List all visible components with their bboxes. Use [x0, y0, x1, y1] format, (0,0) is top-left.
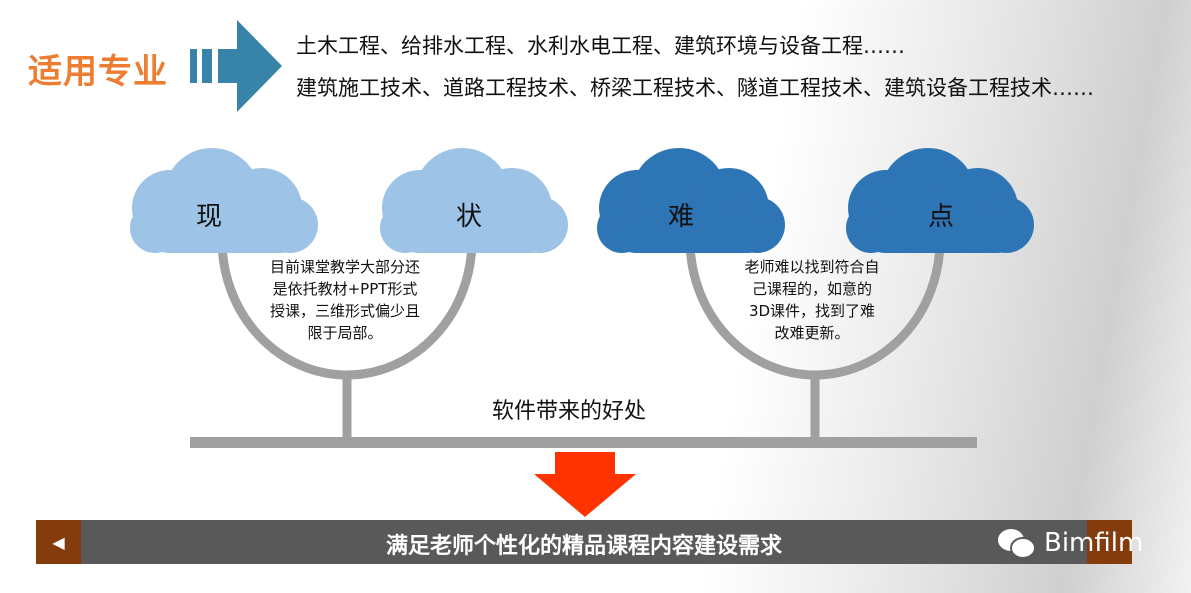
wechat-icon: [998, 529, 1036, 559]
text-line: 改难更新。: [774, 324, 850, 342]
text-line: 目前课堂教学大部分还: [269, 258, 420, 276]
text-line: 限于局部。: [307, 324, 383, 342]
brand-name: Bimfilm: [1044, 528, 1144, 558]
arrow-down-icon: [534, 452, 636, 517]
difficulty-description: 老师难以找到符合自 己课程的，如意的 3D课件，找到了难 改难更新。: [712, 256, 912, 344]
cloud-shape: [380, 148, 568, 253]
next-button[interactable]: [1087, 520, 1132, 564]
arrow-right-icon: [190, 20, 282, 112]
banner-text: 满足老师个性化的精品课程内容建设需求: [385, 534, 782, 559]
prev-button[interactable]: ◀: [36, 520, 81, 564]
text-line: 是依托教材+PPT形式: [272, 280, 418, 298]
majors-line-2: 建筑施工技术、道路工程技术、桥梁工程技术、隧道工程技术、建筑设备工程技术……: [296, 76, 1094, 100]
text-line: 3D课件，找到了难: [748, 302, 876, 320]
brand-watermark: Bimfilm: [996, 526, 1143, 560]
text-line: 授课，三维形式偏少且: [269, 302, 420, 320]
cloud-label-status-2: 状: [456, 202, 483, 232]
base-bar: [190, 437, 977, 448]
status-description: 目前课堂教学大部分还 是依托教材+PPT形式 授课，三维形式偏少且 限于局部。: [240, 256, 450, 344]
conclusion-banner: ◀ 满足老师个性化的精品课程内容建设需求 Bimfilm: [36, 520, 1143, 564]
benefit-label: 软件带来的好处: [492, 399, 647, 424]
cloud-label-difficulty-2: 点: [928, 202, 955, 232]
cloud-shape: [846, 148, 1034, 253]
diagram: [130, 148, 1034, 517]
majors-line-1: 土木工程、给排水工程、水利水电工程、建筑环境与设备工程……: [296, 34, 905, 58]
cloud-label-difficulty-1: 难: [668, 202, 695, 232]
text-line: 己课程的，如意的: [751, 280, 872, 298]
text-line: 老师难以找到符合自: [744, 258, 880, 276]
cloud-shape: [597, 148, 785, 253]
cloud-label-status-1: 现: [196, 202, 223, 232]
page-title: 适用专业: [28, 52, 168, 92]
cloud-shape: [130, 148, 318, 253]
